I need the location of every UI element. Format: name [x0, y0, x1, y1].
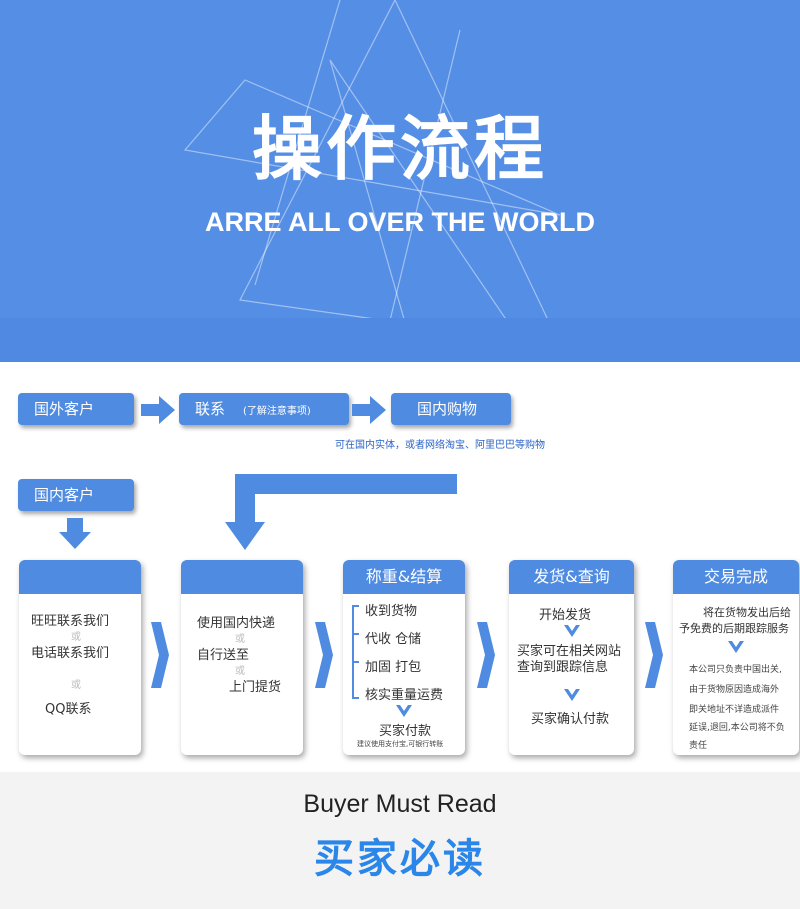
chevron-right-icon	[477, 622, 495, 688]
chevron-down-icon	[564, 625, 580, 637]
step-line: 使用国内快递	[197, 616, 276, 631]
step-line: 买家确认付款	[531, 712, 610, 727]
step-line: 核实重量运费	[365, 688, 444, 703]
step-line: 买家可在相关网站	[517, 644, 622, 659]
header-lower-band	[0, 318, 800, 362]
step-line: 本公司只负责中国出关,	[689, 665, 782, 675]
step-line: 自行送至	[197, 648, 250, 663]
arrow-right-icon	[141, 396, 175, 424]
chevron-down-icon	[396, 705, 412, 717]
step-line: 旺旺联系我们	[31, 614, 110, 629]
step-line: 代收 仓储	[365, 632, 422, 647]
step-card-header: 发货&查询	[509, 560, 634, 594]
box-contact-note: (了解注意事项)	[243, 406, 311, 417]
domestic-shopping-caption: 可在国内实体，或者网络淘宝、阿里巴巴等购物	[335, 440, 545, 451]
box-foreign-customer-label: 国外客户	[34, 400, 95, 418]
step-card-header: 交易完成	[673, 560, 799, 594]
step-line: 责任	[689, 741, 708, 751]
step-card-shipping: 使用国内快递 或 自行送至 或 上门提货	[181, 560, 303, 755]
chevron-right-icon	[151, 622, 169, 688]
footer-section	[0, 772, 800, 909]
step-line: 延误,退回,本公司将不负	[689, 723, 785, 733]
step-line: 加固 打包	[365, 660, 422, 675]
arrow-right-icon	[352, 396, 386, 424]
step-card-header	[181, 560, 303, 594]
step-card-weighing: 称重&结算 收到货物 代收 仓储 加固 打包 核实重量运费 买家付款 建议使用支…	[343, 560, 465, 755]
step-line: 开始发货	[539, 608, 592, 623]
step-card-header	[19, 560, 141, 594]
chevron-right-icon	[645, 622, 663, 688]
page-subtitle: ARRE ALL OVER THE WORLD	[205, 207, 595, 237]
bent-arrow-icon	[225, 474, 457, 550]
step-card-header: 称重&结算	[343, 560, 465, 594]
step-line: 将在货物发出后给	[703, 606, 791, 619]
step-line: 由于货物原因造成海外	[689, 685, 780, 695]
arrow-down-icon	[59, 518, 91, 549]
box-domestic-customer: 国内客户	[18, 479, 134, 511]
step-line: 或	[71, 680, 81, 691]
step-line: 或	[71, 632, 81, 643]
box-domestic-shopping: 国内购物	[391, 393, 511, 425]
chevron-right-icon	[315, 622, 333, 688]
step-line: 查询到跟踪信息	[517, 660, 609, 675]
step-line: 予免费的后期跟踪服务	[679, 622, 789, 635]
footer-english-title: Buyer Must Read	[303, 790, 497, 818]
step-line: 上门提货	[229, 680, 282, 695]
box-domestic-customer-label: 国内客户	[34, 486, 95, 504]
chevron-down-icon	[564, 689, 580, 701]
step-card-delivery: 发货&查询 开始发货 买家可在相关网站 查询到跟踪信息 买家确认付款	[509, 560, 634, 755]
step-line: 收到货物	[365, 604, 418, 619]
header-banner	[0, 0, 800, 362]
step-line: QQ联系	[45, 702, 92, 717]
footer-chinese-title: 买家必读	[314, 836, 486, 882]
step-line: 或	[235, 634, 245, 645]
step-line: 电话联系我们	[31, 646, 110, 661]
step-line: 即关地址不详造成派件	[689, 705, 780, 715]
step-line: 建议使用支付宝,可银行转账	[357, 740, 444, 748]
bracket-icon	[352, 605, 359, 699]
step-line: 买家付款	[379, 724, 432, 739]
step-line: 或	[235, 666, 245, 677]
box-contact-label: 联系	[195, 400, 226, 418]
step-card-complete: 交易完成 将在货物发出后给 予免费的后期跟踪服务 本公司只负责中国出关, 由于货…	[673, 560, 799, 755]
box-contact: 联系 (了解注意事项)	[179, 393, 349, 425]
step-card-contact: 旺旺联系我们 或 电话联系我们 或 QQ联系	[19, 560, 141, 755]
chevron-down-icon	[728, 641, 744, 653]
page-title: 操作流程	[252, 108, 548, 190]
box-domestic-shopping-label: 国内购物	[417, 400, 478, 418]
box-foreign-customer: 国外客户	[18, 393, 134, 425]
